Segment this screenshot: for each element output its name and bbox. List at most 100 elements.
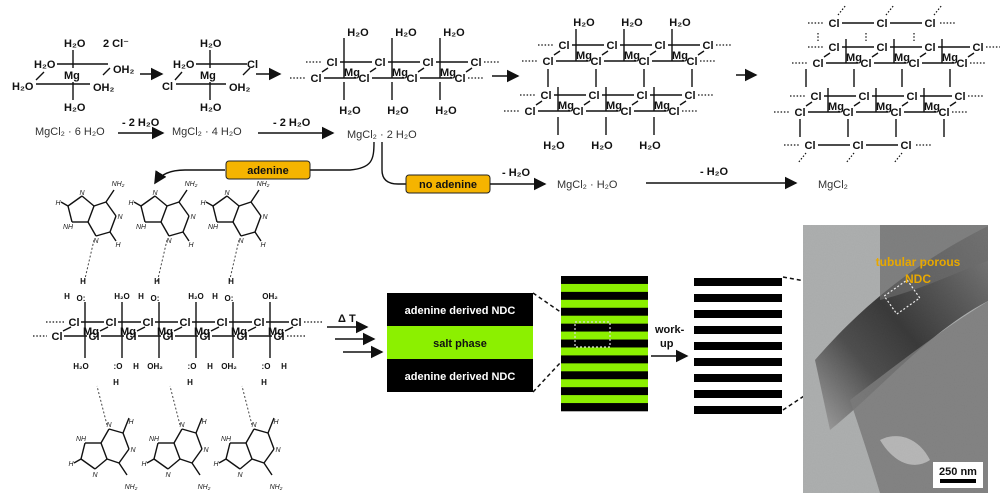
water-ligand: H₂O (188, 292, 204, 301)
bond (253, 428, 269, 434)
salt-stripe (561, 363, 648, 372)
atom-label: Cl (861, 58, 872, 70)
bond (228, 239, 240, 284)
bond (133, 201, 142, 207)
water-ligand: H₂O (591, 140, 613, 152)
hydrogen: H (113, 378, 119, 387)
mgcl2-tetrahydrate-structure: H₂O H₂O Cl Mg Cl OH₂ H₂O (162, 38, 258, 114)
bond (254, 231, 262, 242)
water-ligand: H₂O (435, 105, 457, 117)
atom-label: Cl (254, 317, 265, 329)
ndc-layer (694, 310, 782, 318)
atom-label: Cl (909, 58, 920, 70)
ndc-stripe (561, 276, 648, 285)
ndc-stripe (561, 339, 648, 348)
salt-stripe (561, 347, 648, 356)
metal-center: Mg (440, 67, 456, 79)
metal-center: Mg (392, 67, 408, 79)
metal-center: Mg (606, 100, 622, 112)
bond (178, 189, 188, 203)
water-ligand: H₂O (347, 27, 369, 39)
nitrogen: N (251, 422, 257, 429)
atom-label: Cl (973, 42, 984, 54)
bond (153, 442, 159, 460)
tem-label: tubular porous (876, 255, 961, 269)
nitrogen: NH (149, 436, 160, 443)
atom-label: Cl (621, 106, 632, 118)
bond (263, 462, 273, 476)
atom-label: Cl (907, 91, 918, 103)
salt-stripe (561, 395, 648, 404)
ndc-layer (694, 374, 782, 382)
striped-composite (561, 276, 648, 412)
ndc-stripe (561, 323, 648, 332)
coordinated-water: O: (225, 294, 234, 303)
hydrogen: H (128, 200, 134, 207)
bond (238, 201, 252, 207)
atom-label: Cl (891, 107, 902, 119)
bond (191, 462, 201, 476)
atom-label: Cl (843, 107, 854, 119)
atom-label: Cl (359, 73, 370, 85)
bond (901, 101, 909, 107)
metal-center: Mg (344, 67, 360, 79)
bond (250, 201, 262, 217)
bond (118, 462, 128, 476)
bond (239, 458, 253, 470)
ligand: OH₂ (93, 82, 115, 94)
ligand: H₂O (12, 81, 34, 93)
bond (156, 239, 168, 284)
bond (967, 52, 975, 58)
bond (284, 326, 294, 332)
bond (949, 101, 957, 107)
atom-label: Cl (925, 18, 936, 30)
water-ligand: H₂O (114, 292, 130, 301)
bond (321, 67, 329, 73)
bond (245, 442, 253, 460)
atom-label: Cl (853, 140, 864, 152)
bond (369, 67, 377, 73)
formula-tetrahydrate: MgCl₂ · 4 H₂O (172, 126, 242, 138)
bond (166, 201, 180, 207)
ligand: H₂O (34, 59, 56, 71)
bond (62, 326, 72, 332)
atom-label: Cl (525, 106, 536, 118)
atom-label: Cl (89, 331, 100, 343)
atom-label: Cl (143, 317, 154, 329)
layer-label: salt phase (433, 338, 487, 350)
bond (251, 458, 265, 464)
hydrogen: H (273, 419, 279, 426)
bond (212, 205, 218, 223)
atom-label: Cl (311, 73, 322, 85)
nitrogen: N (190, 214, 196, 221)
nitrogen: N (152, 190, 158, 197)
amino-group: NH₂ (270, 484, 283, 491)
counter-ion: 2 Cl⁻ (103, 38, 129, 50)
bond (210, 326, 220, 332)
bond (146, 458, 155, 464)
ndc-stripe (561, 307, 648, 317)
water-ligand: H₂O (543, 140, 565, 152)
metal-center: Mg (894, 52, 910, 64)
bond (417, 67, 425, 73)
ligand: H₂O (64, 38, 86, 50)
amino-group: NH₂ (112, 181, 125, 188)
hydrogen: H (68, 461, 74, 468)
bond (535, 100, 543, 106)
atom-label: Cl (877, 42, 888, 54)
coordinated-water: O: (151, 294, 160, 303)
bond (205, 201, 214, 207)
bond (96, 385, 108, 426)
atom-label: Cl (423, 57, 434, 69)
atom-label: Cl (180, 317, 191, 329)
water-ligand: H₂O (639, 140, 661, 152)
bond (254, 215, 262, 233)
bond (241, 385, 253, 426)
metal-center: Mg (846, 52, 862, 64)
bond (933, 4, 943, 16)
nitrogen: N (224, 190, 230, 197)
coordinated-water: :O (188, 362, 197, 371)
